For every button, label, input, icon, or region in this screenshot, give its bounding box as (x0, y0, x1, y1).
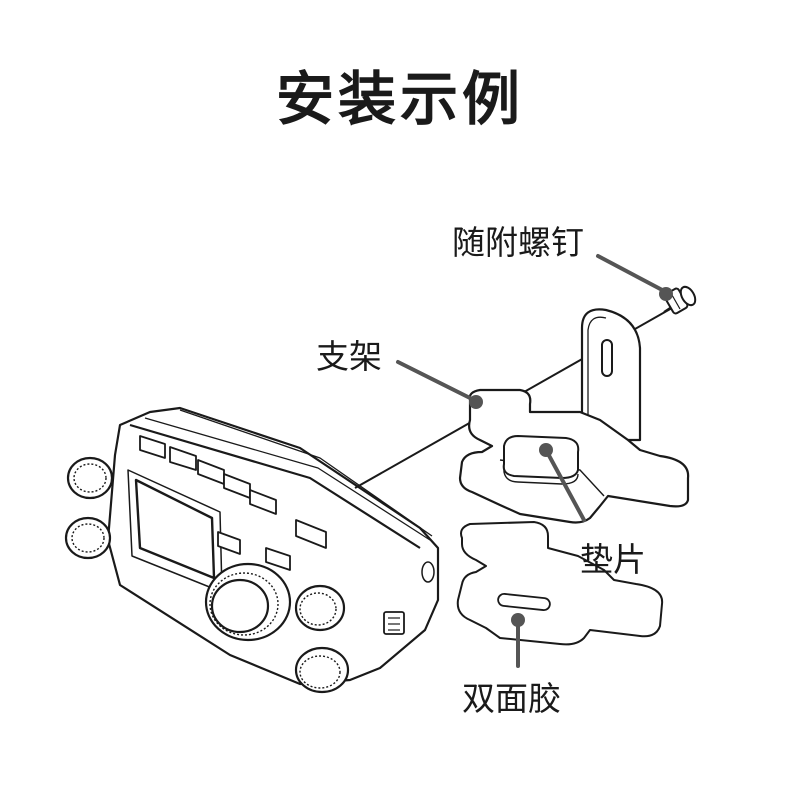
bracket-part (458, 308, 690, 524)
leader-dot-screw (659, 287, 673, 301)
label-pad: 垫片 (580, 540, 646, 579)
leader-dot-pad (539, 443, 553, 457)
radio-front-panel (106, 406, 440, 686)
label-tape: 双面胶 (462, 679, 561, 718)
tape-part (456, 521, 664, 646)
leader-dot-bracket (469, 395, 483, 409)
leader-bracket (396, 360, 476, 402)
leader-dot-tape (511, 613, 525, 627)
leader-pad (544, 448, 586, 522)
label-bracket: 支架 (316, 337, 382, 376)
page-title: 安装示例 (275, 65, 524, 133)
radio-knobs (64, 456, 350, 694)
label-screw: 随附螺钉 (452, 223, 584, 262)
leader-dots (469, 287, 673, 627)
leader-lines (396, 254, 668, 668)
leader-screw (596, 254, 668, 294)
pad-part (502, 434, 580, 485)
